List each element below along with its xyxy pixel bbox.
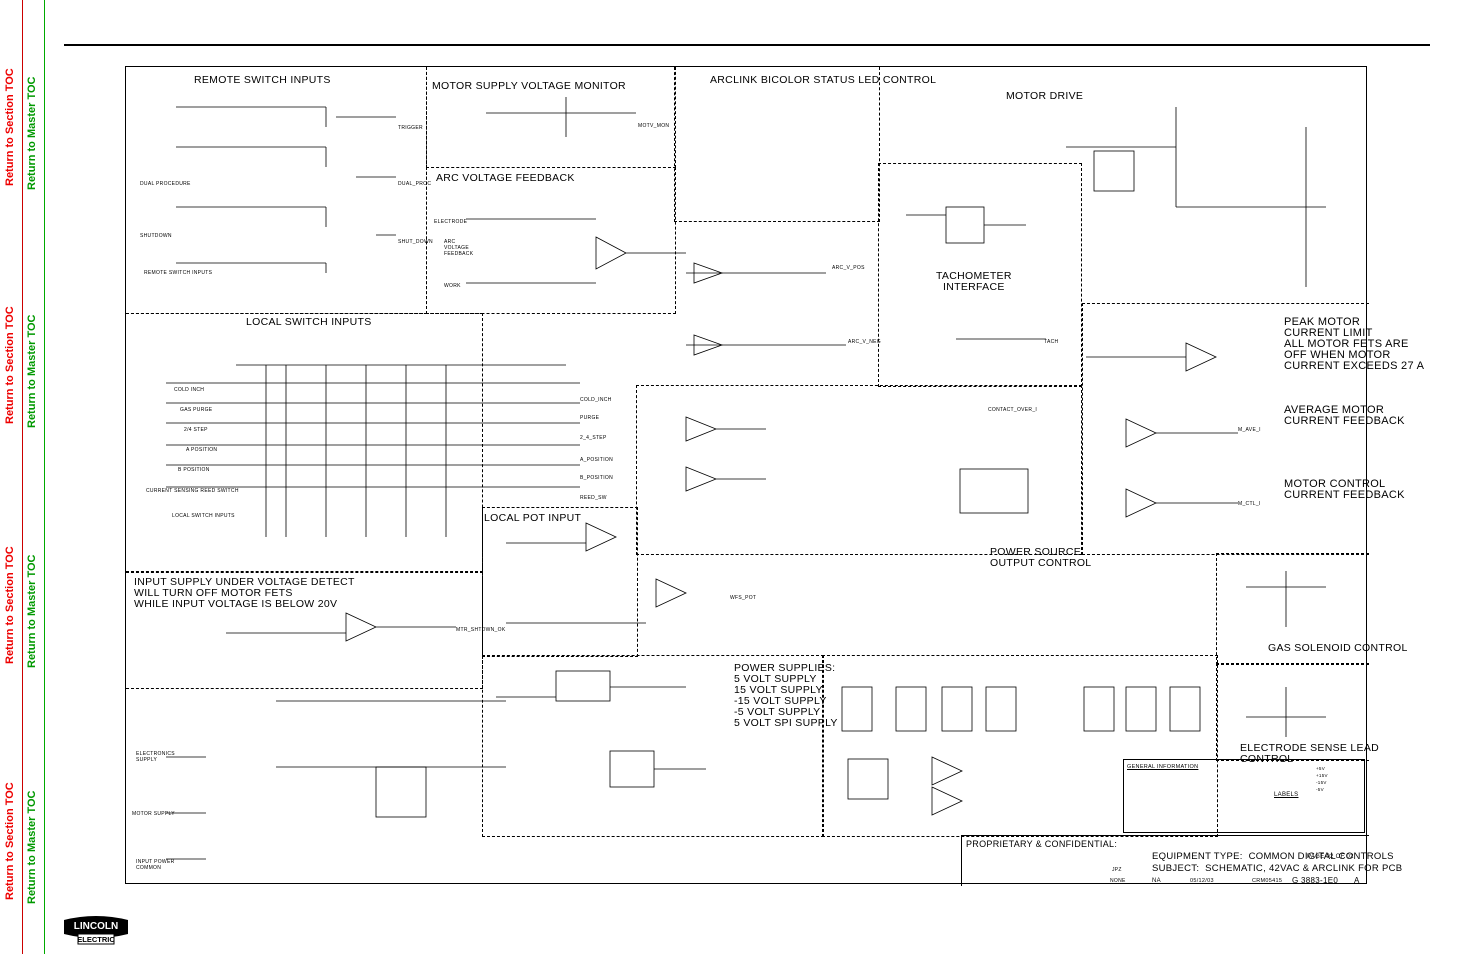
arclink-led-section [674,67,880,222]
svg-text:ELECTRIC: ELECTRIC [77,935,115,944]
page-number: PAGE 02 OF 02 [1307,854,1354,860]
2-4-step-signal: 2_4_STEP [580,435,607,441]
return-to-section-toc-link[interactable]: Return to Section TOC [4,306,16,424]
lincoln-electric-logo: LINCOLN ELECTRIC [64,916,128,945]
return-to-section-toc-link[interactable]: Return to Section TOC [4,546,16,664]
gas-solenoid-section [1216,553,1369,665]
purge-signal: PURGE [580,415,600,421]
arc-voltage-title: ARC VOLTAGE FEEDBACK [436,172,575,184]
motor-supply-label: MOTOR SUPPLY [132,811,175,817]
disposition: NA [1152,878,1161,884]
motor-supply-title: MOTOR SUPPLY VOLTAGE MONITOR [432,80,626,92]
electrode-label: ELECTRODE [434,219,468,225]
schematic-frame: REMOTE SWITCH INPUTS MOTOR SUPPLY VOLTAG… [125,66,1424,886]
svg-text:LINCOLN: LINCOLN [74,921,118,932]
return-to-section-toc-link[interactable]: Return to Section TOC [4,782,16,900]
local-switch-title: LOCAL SWITCH INPUTS [246,316,372,328]
tach-section [878,163,1082,387]
arc-v-pos-signal: ARC_V_POS [832,265,865,271]
revision: A [1354,876,1360,885]
power-supplies-title: POWER SUPPLIES: 5 VOLT SUPPLY 15 VOLT SU… [734,662,838,729]
local-switch-inputs-label: LOCAL SWITCH INPUTS [172,513,235,519]
tach-signal: TACH [1044,339,1059,345]
dual-proc-signal: DUAL_PROC [398,181,432,187]
minus15v-legend: -15V [1316,780,1327,785]
arc-v-neg-signal: ARC_V_NEG [848,339,881,345]
return-to-master-toc-link[interactable]: Return to Master TOC [26,554,38,668]
plus15v-legend: +15V [1316,773,1328,778]
gas-purge-label: GAS PURGE [180,407,213,413]
current-sensing-label: CURRENT SENSING REED SWITCH [146,488,239,494]
peak-motor-note: ALL MOTOR FETS ARE OFF WHEN MOTOR CURREN… [1284,338,1425,372]
proprietary-label: PROPRIETARY & CONFIDENTIAL: [966,839,1118,849]
schematic-wiring [166,97,1326,860]
dual-procedure-label: DUAL PROCEDURE [140,181,191,187]
m-ave-signal: M_AVE_I [1238,427,1261,433]
motor-ctrl-title: MOTOR CONTROL CURRENT FEEDBACK [1284,478,1405,501]
shutdown-label: SHUTDOWN [140,233,172,239]
return-to-master-toc-link[interactable]: Return to Master TOC [26,314,38,428]
return-to-master-toc-link[interactable]: Return to Master TOC [26,790,38,904]
work-label: WORK [444,283,461,289]
tach-title: TACHOMETER INTERFACE [936,270,1012,293]
title-block: PROPRIETARY & CONFIDENTIAL: EQUIPMENT TY… [961,835,1402,886]
labels-heading: LABELS [1274,792,1299,798]
remote-switch-inputs-label: REMOTE SWITCH INPUTS [144,270,213,276]
decoupling-section [822,655,1218,837]
b-position-label: B POSITION [178,467,210,473]
mtr-shtdwn-signal: MTR_SHTDWN_OK [456,627,506,633]
local-switch-section [126,313,483,573]
motor-supply-section [426,67,676,168]
wfs-pot-signal: WFS_POT [730,595,757,601]
motor-drive-title: MOTOR DRIVE [1006,90,1084,102]
arc-voltage-section [426,167,676,314]
project-number: CRM05415 [1252,878,1283,884]
power-supplies-section [482,655,824,837]
local-pot-title: LOCAL POT INPUT [484,512,582,524]
arclink-led-title: ARCLINK BICOLOR STATUS LED CONTROL [710,74,937,86]
motor-current-section [1082,303,1369,555]
scale: NONE [1110,878,1126,884]
input-power-common-label: INPUT POWER COMMON [136,859,175,871]
header-rule [64,44,1430,46]
subject: SUBJECT: SCHEMATIC, 42VAC & ARCLINK FOR … [1152,863,1403,874]
drawn-by: JPZ [1112,867,1122,873]
minus5v-legend: -5V [1316,787,1324,792]
electronics-supply-label: ELECTRONICS SUPPLY [136,751,175,763]
cold-inch-label: COLD INCH [174,387,205,393]
plus5v-legend: +5V [1316,766,1326,771]
a-position-signal: A_POSITION [580,457,614,463]
a-position-label: A POSITION [186,447,218,453]
general-information-box: GENERAL INFORMATION LABELS +5V +15V -15V… [1123,759,1365,833]
undervoltage-title: INPUT SUPPLY UNDER VOLTAGE DETECT WILL T… [134,576,355,610]
document-number: G 3883-1E0 [1292,876,1339,885]
section-toc-bar [0,0,23,954]
contact-over-signal: CONTACT_OVER_I [988,407,1038,413]
electrode-sense-section [1216,663,1369,761]
trigger-signal: TRIGGER [398,125,423,131]
power-source-section [636,385,1082,555]
general-information-heading: GENERAL INFORMATION [1127,764,1199,770]
return-to-section-toc-link[interactable]: Return to Section TOC [4,68,16,186]
motv-mon-signal: MOTV_MON [638,123,670,129]
peak-motor-title: PEAK MOTOR CURRENT LIMIT [1284,316,1373,339]
power-source-title: POWER SOURCE OUTPUT CONTROL [990,546,1092,569]
avg-motor-title: AVERAGE MOTOR CURRENT FEEDBACK [1284,404,1405,427]
m-ctl-signal: M_CTL_I [1238,501,1261,507]
remote-switch-title: REMOTE SWITCH INPUTS [194,74,331,86]
reed-sw-signal: REED_SW [580,495,607,501]
b-position-signal: B_POSITION [580,475,614,481]
arc-voltage-feedback-label: ARC VOLTAGE FEEDBACK [444,239,474,257]
undervoltage-section [126,571,483,689]
master-toc-bar [22,0,45,954]
cold-inch-signal: COLD_INCH [580,397,612,403]
shut-down-signal: SHUT_DOWN [398,239,433,245]
approval-date: 05/12/03 [1190,878,1214,884]
return-to-master-toc-link[interactable]: Return to Master TOC [26,76,38,190]
equipment-type: EQUIPMENT TYPE: COMMON DIGITAL CONTROLS [1152,851,1394,862]
gas-solenoid-title: GAS SOLENOID CONTROL [1268,642,1408,654]
two-four-step-label: 2/4 STEP [184,427,208,433]
